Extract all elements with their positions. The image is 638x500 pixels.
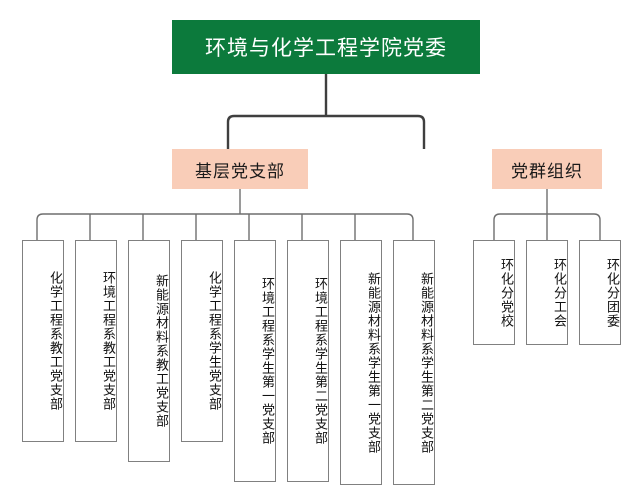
- leaf-node-label: 环境工程系学生第一党支部: [259, 277, 274, 445]
- leaf-node-chemical-engineering-student-branch[interactable]: 化学工程系学生党支部: [181, 240, 223, 442]
- leaf-node-label: 环化分党校: [498, 257, 513, 328]
- leaf-node-label: 环境工程系学生第二党支部: [312, 277, 327, 445]
- leaf-node-label: 化学工程系学生党支部: [206, 271, 221, 411]
- root-node-label: 环境与化学工程学院党委: [205, 36, 447, 60]
- leaf-node-label: 环化分团委: [604, 257, 619, 328]
- leaf-node-new-energy-materials-student-first-branch[interactable]: 新能源材料系学生第一党支部: [340, 240, 382, 485]
- branch-node-label: 党群组织: [511, 161, 583, 182]
- leaf-node-branch-youth-league-committee[interactable]: 环化分团委: [579, 240, 621, 345]
- leaf-node-environmental-engineering-faculty-branch[interactable]: 环境工程系教工党支部: [75, 240, 117, 442]
- leaf-node-label: 环化分工会: [551, 257, 566, 328]
- branch-node-label: 基层党支部: [195, 161, 285, 182]
- leaf-node-branch-labor-union[interactable]: 环化分工会: [526, 240, 568, 345]
- root-node-college-party-committee[interactable]: 环境与化学工程学院党委: [172, 20, 480, 74]
- leaf-node-new-energy-materials-faculty-branch[interactable]: 新能源材料系教工党支部: [128, 240, 170, 462]
- leaf-node-label: 环境工程系教工党支部: [100, 271, 115, 411]
- leaf-node-environmental-engineering-student-second-branch[interactable]: 环境工程系学生第二党支部: [287, 240, 329, 482]
- branch-node-grassroots-party-branches[interactable]: 基层党支部: [172, 149, 308, 189]
- branch-node-party-mass-organizations[interactable]: 党群组织: [492, 149, 602, 189]
- leaf-node-new-energy-materials-student-second-branch[interactable]: 新能源材料系学生第二党支部: [393, 240, 435, 485]
- leaf-node-label: 新能源材料系学生第一党支部: [365, 271, 380, 454]
- leaf-node-label: 新能源材料系教工党支部: [153, 274, 168, 428]
- leaf-node-label: 新能源材料系学生第二党支部: [418, 271, 433, 454]
- leaf-node-chemical-engineering-faculty-branch[interactable]: 化学工程系教工党支部: [22, 240, 64, 442]
- leaf-node-label: 化学工程系教工党支部: [47, 271, 62, 411]
- leaf-node-branch-party-school[interactable]: 环化分党校: [473, 240, 515, 345]
- leaf-node-environmental-engineering-student-first-branch[interactable]: 环境工程系学生第一党支部: [234, 240, 276, 482]
